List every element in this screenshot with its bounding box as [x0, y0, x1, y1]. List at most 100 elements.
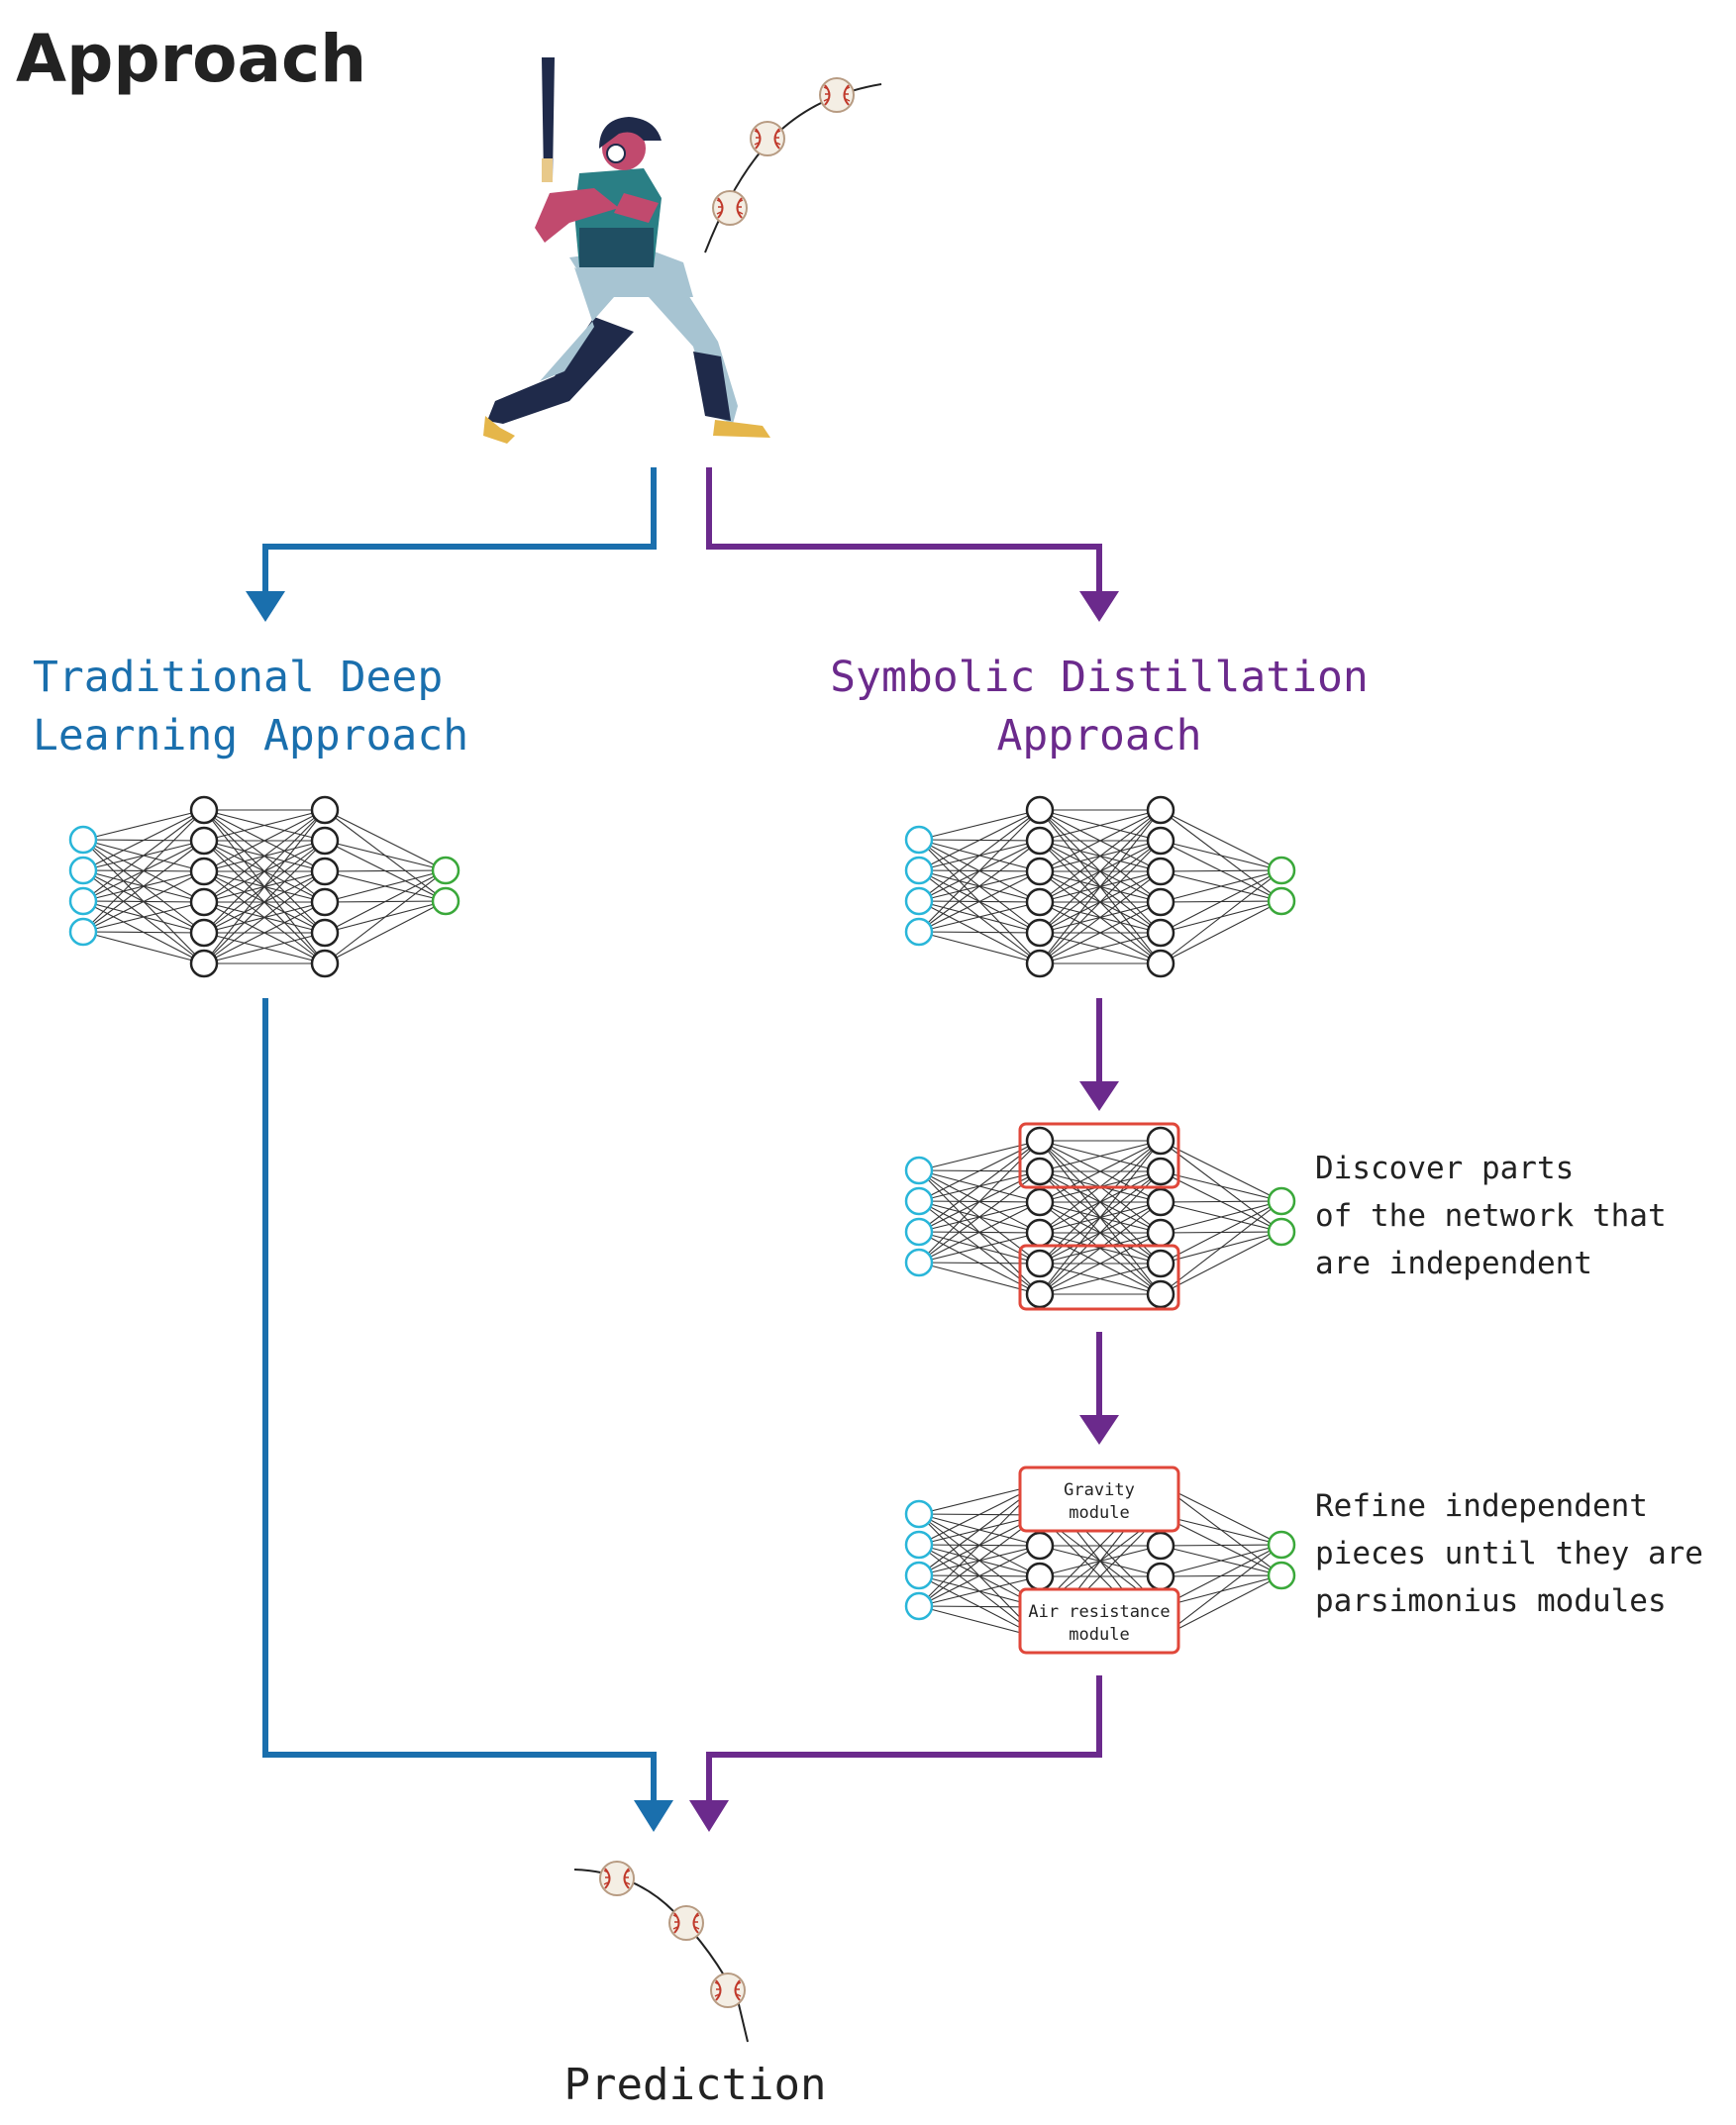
input-node: [904, 1217, 934, 1247]
baseball-icon: [750, 121, 785, 156]
arrow-traditional-to-prediction: [262, 998, 657, 1804]
hidden-node: [310, 826, 340, 856]
output-node: [1267, 886, 1296, 916]
input-node: [68, 856, 98, 885]
hidden-node: [310, 918, 340, 948]
input-node: [904, 886, 934, 916]
input-node: [68, 917, 98, 947]
hidden-node: [1146, 1218, 1175, 1248]
input-node: [904, 1591, 934, 1621]
svg-text:Air resistance: Air resistance: [1028, 1602, 1170, 1622]
output-node: [1267, 1561, 1296, 1590]
pitch-trajectory: [704, 77, 882, 253]
independent-part-box: [1018, 1122, 1180, 1189]
hidden-node: [1025, 857, 1055, 886]
output-node: [431, 856, 460, 885]
output-node: [1267, 1217, 1296, 1247]
svg-text:module: module: [1069, 1625, 1129, 1645]
baseball-icon: [710, 1973, 746, 2008]
hidden-node: [1146, 1126, 1175, 1156]
hidden-node: [1146, 1562, 1175, 1591]
hidden-node: [189, 826, 219, 856]
hidden-node: [1146, 857, 1175, 886]
symbolic-title-line2: Approach: [996, 711, 1201, 760]
hidden-node: [1025, 1279, 1055, 1309]
step2-caption: Refine independent pieces until they are…: [1315, 1488, 1703, 1619]
output-node: [431, 886, 460, 916]
hidden-node: [189, 887, 219, 917]
hidden-node: [310, 857, 340, 886]
hidden-node: [1146, 1531, 1175, 1561]
traditional-title: Traditional Deep: [33, 653, 443, 702]
hidden-node: [1146, 1279, 1175, 1309]
hidden-node: [1025, 887, 1055, 917]
hidden-node: [1025, 1218, 1055, 1248]
baseball-icon: [819, 77, 855, 113]
page-title: Approach: [16, 21, 366, 97]
svg-text:of the network that: of the network that: [1315, 1198, 1667, 1234]
hidden-node: [1146, 1249, 1175, 1278]
hidden-node: [1146, 826, 1175, 856]
input-node: [904, 917, 934, 947]
svg-text:Gravity: Gravity: [1064, 1480, 1135, 1500]
input-node: [68, 825, 98, 855]
hidden-node: [1025, 918, 1055, 948]
hidden-node: [1146, 1157, 1175, 1186]
independent-part-box: [1018, 1244, 1180, 1311]
input-node: [904, 1186, 934, 1216]
hidden-node: [1025, 795, 1055, 825]
prediction-label: Prediction: [564, 2060, 827, 2110]
hidden-node: [1025, 826, 1055, 856]
air-resistance-module: Air resistance module: [1018, 1587, 1180, 1655]
svg-text:pieces until they are: pieces until they are: [1315, 1536, 1703, 1571]
svg-text:are independent: are independent: [1315, 1246, 1592, 1281]
input-node: [904, 856, 934, 885]
step1-caption: Discover parts of the network that are i…: [1315, 1151, 1667, 1281]
output-node: [1267, 1186, 1296, 1216]
hidden-node: [189, 918, 219, 948]
hidden-node: [1146, 887, 1175, 917]
arrow-to-symbolic: [706, 467, 1102, 594]
svg-text:module: module: [1069, 1503, 1129, 1523]
arrow-to-traditional: [262, 467, 657, 594]
output-node: [1267, 1530, 1296, 1560]
neural-network-independent-parts: [904, 1126, 1296, 1309]
input-node: [904, 825, 934, 855]
hidden-node: [189, 795, 219, 825]
hidden-node: [1025, 1157, 1055, 1186]
input-node: [904, 1156, 934, 1185]
baseball-icon: [712, 190, 748, 226]
hidden-node: [1025, 1249, 1055, 1278]
hidden-node: [1025, 1531, 1055, 1561]
predicted-trajectory: [573, 1861, 749, 2043]
input-node: [68, 886, 98, 916]
traditional-title-line2: Learning Approach: [33, 711, 468, 760]
hidden-node: [1025, 1562, 1055, 1591]
hidden-node: [1146, 949, 1175, 978]
neural-network-symbolic: [904, 795, 1296, 978]
baseball-icon: [668, 1905, 704, 1941]
input-node: [904, 1561, 934, 1590]
hidden-node: [1146, 918, 1175, 948]
symbolic-title: Symbolic Distillation: [830, 653, 1369, 702]
baseball-icon: [599, 1861, 635, 1896]
hidden-node: [1025, 949, 1055, 978]
svg-text:parsimonius modules: parsimonius modules: [1315, 1583, 1667, 1619]
svg-text:Refine independent: Refine independent: [1315, 1488, 1648, 1524]
input-node: [904, 1248, 934, 1277]
svg-text:Discover parts: Discover parts: [1315, 1151, 1574, 1186]
hidden-node: [310, 795, 340, 825]
hidden-node: [189, 857, 219, 886]
input-node: [904, 1499, 934, 1529]
hidden-node: [310, 949, 340, 978]
hidden-node: [310, 887, 340, 917]
hidden-node: [1025, 1187, 1055, 1217]
hidden-node: [1146, 795, 1175, 825]
neural-network-traditional: [68, 795, 460, 978]
arrow-symbolic-to-prediction: [706, 1675, 1102, 1804]
batter-illustration: [483, 57, 770, 444]
gravity-module: Gravity module: [1018, 1466, 1180, 1533]
input-node: [904, 1530, 934, 1560]
hidden-node: [1146, 1187, 1175, 1217]
